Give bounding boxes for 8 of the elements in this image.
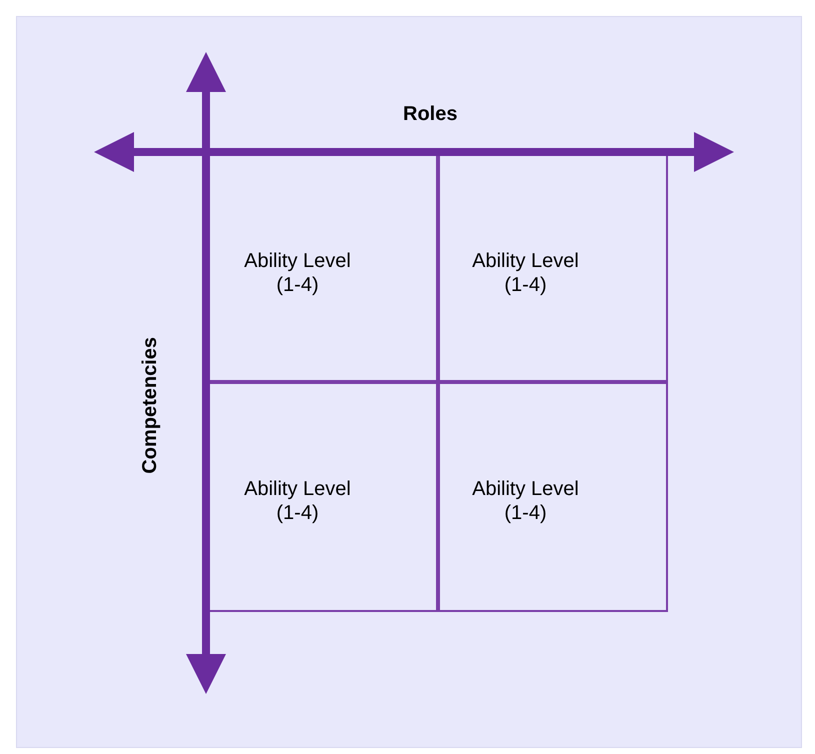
cell-text: Ability Level (1-4) (471, 249, 580, 297)
cell-text: Ability Level (1-4) (243, 477, 352, 525)
axis-title: Competencies (138, 336, 162, 474)
cell-text: Ability Level (1-4) (243, 249, 352, 297)
cell-text: Ability Level (1-4) (471, 477, 580, 525)
matrix-cell (208, 380, 440, 612)
matrix-cell (436, 380, 668, 612)
axis-title: Roles (403, 102, 458, 126)
